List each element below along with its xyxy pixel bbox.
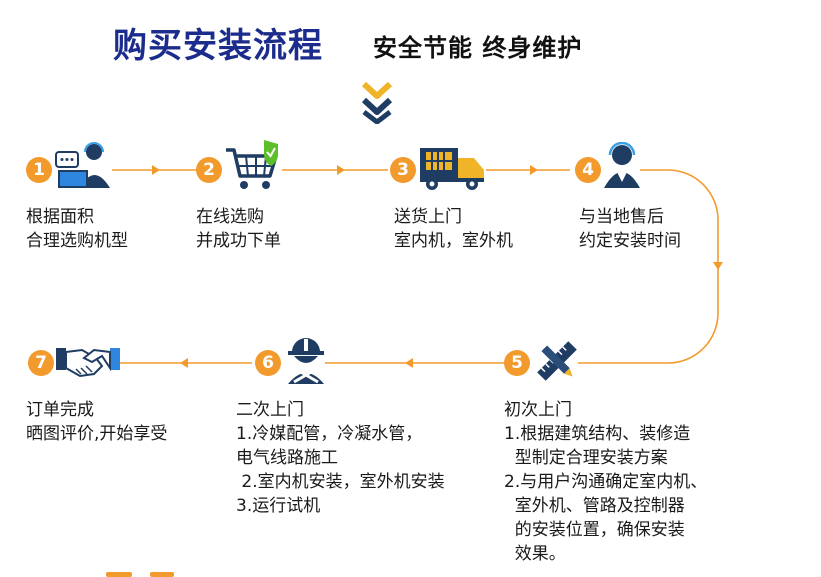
- step-5-item-6: 效果。: [504, 544, 566, 564]
- step-3-badge: 3: [390, 157, 416, 183]
- step-5-title: 初次上门: [504, 400, 572, 420]
- page-title: 购买安装流程: [113, 26, 323, 66]
- customer-service-headset-icon: [604, 142, 640, 188]
- step-6-title: 二次上门: [236, 400, 304, 420]
- handshake-icon: [56, 348, 120, 378]
- header: 购买安装流程 安全节能 终身维护: [0, 14, 821, 66]
- step-6-item-2: 电气线路施工: [236, 448, 338, 468]
- step-5-badge: 5: [504, 350, 530, 376]
- step-6-item-3: 2.室内机安装，室外机安装: [236, 472, 445, 492]
- step-3-line-1: 送货上门: [394, 207, 462, 227]
- step-4-line-1: 与当地售后: [579, 207, 664, 227]
- step-5-item-5: 的安装位置，确保安装: [504, 520, 685, 540]
- step-7-badge: 7: [28, 350, 54, 376]
- customer-service-computer-icon: [55, 142, 110, 188]
- step-6-badge: 6: [255, 350, 281, 376]
- step-1-line-2: 合理选购机型: [26, 231, 128, 251]
- step-7-line-2: 晒图评价,开始享受: [26, 424, 168, 444]
- step-6-item-4: 3.运行试机: [236, 496, 321, 516]
- step-2-line-1: 在线选购: [196, 207, 264, 227]
- step-6-item-1: 1.冷媒配管，冷凝水管，: [236, 424, 423, 444]
- delivery-truck-icon: [420, 148, 484, 190]
- step-1-line-1: 根据面积: [26, 207, 94, 227]
- chevron-down-icon: [362, 82, 392, 124]
- shopping-cart-icon: [226, 140, 278, 189]
- step-1-badge: 1: [26, 157, 52, 183]
- step-4-badge: 4: [575, 157, 601, 183]
- step-5-item-2: 型制定合理安装方案: [504, 448, 668, 468]
- step-5-item-3: 2.与用户沟通确定室内机、: [504, 472, 708, 492]
- decorative-stripe: [106, 572, 174, 577]
- step-5-item-4: 室外机、管路及控制器: [504, 496, 685, 516]
- step-4-line-2: 约定安装时间: [579, 231, 681, 251]
- step-2-line-2: 并成功下单: [196, 231, 281, 251]
- step-2-badge: 2: [196, 157, 222, 183]
- ruler-pencil-icon: [537, 341, 577, 381]
- step-5-item-1: 1.根据建筑结构、装修造: [504, 424, 691, 444]
- page-subtitle: 安全节能 终身维护: [373, 34, 583, 62]
- installer-worker-icon: [288, 338, 324, 384]
- step-7-line-1: 订单完成: [26, 400, 94, 420]
- step-3-line-2: 室内机，室外机: [394, 231, 513, 251]
